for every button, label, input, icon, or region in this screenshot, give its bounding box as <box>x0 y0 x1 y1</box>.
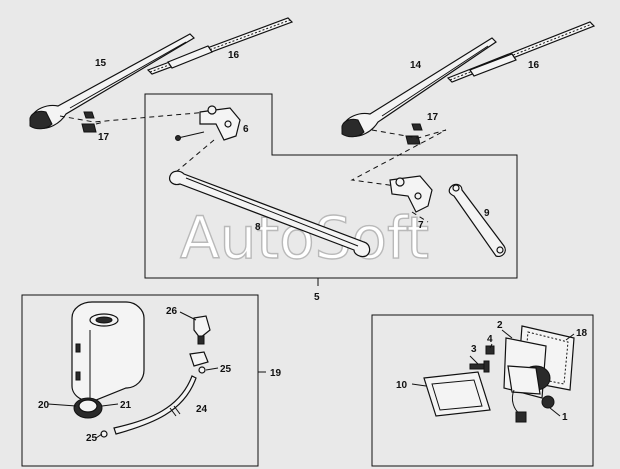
watermark-text: AutoSoft <box>180 204 429 272</box>
washer-hose <box>113 375 197 435</box>
washer-group-frame <box>21 294 259 467</box>
left-clip <box>81 111 97 133</box>
right-wiper-blade <box>446 21 596 83</box>
label-25-bottom: 25 <box>86 433 98 444</box>
label-18: 18 <box>576 328 588 339</box>
label-9: 9 <box>484 208 490 219</box>
label-19: 19 <box>270 368 282 379</box>
hose-connector-top <box>189 351 209 367</box>
hose-clip-25a <box>198 366 206 374</box>
label-1: 1 <box>562 412 568 423</box>
label-16-left: 16 <box>228 50 240 61</box>
right-clip <box>405 123 423 145</box>
label-21: 21 <box>120 400 132 411</box>
label-7: 7 <box>418 220 424 231</box>
left-wiper-blade <box>146 17 294 75</box>
motor-cover <box>423 371 491 417</box>
label-4: 4 <box>487 334 493 345</box>
label-14: 14 <box>410 60 422 71</box>
assembly-line-pivot-2 <box>411 211 429 223</box>
hose-break-mark <box>169 407 177 417</box>
label-16-right: 16 <box>528 60 540 71</box>
left-wiper-arm <box>29 33 195 130</box>
label-25-top: 25 <box>220 364 232 375</box>
motor-group-frame <box>371 314 594 467</box>
short-link <box>448 183 506 257</box>
motor-bolt <box>469 360 490 373</box>
left-pivot-assembly <box>175 105 241 141</box>
label-3: 3 <box>471 344 477 355</box>
label-26: 26 <box>166 306 178 317</box>
hose-break-mark-2 <box>173 405 181 415</box>
label-10: 10 <box>396 380 408 391</box>
label-2: 2 <box>497 320 503 331</box>
leader-lines <box>47 311 575 439</box>
label-15: 15 <box>95 58 107 69</box>
washer-pump <box>73 397 103 419</box>
label-17-left: 17 <box>98 132 110 143</box>
right-wiper-arm <box>341 37 497 138</box>
linkage-group-frame <box>144 93 518 279</box>
wiper-motor <box>503 337 555 423</box>
hose-clip-25b <box>100 430 108 438</box>
label-5: 5 <box>314 292 320 303</box>
assembly-line-left <box>59 111 209 123</box>
right-pivot-assembly <box>389 175 433 213</box>
label-6: 6 <box>243 124 249 135</box>
label-8: 8 <box>255 222 261 233</box>
washer-reservoir <box>71 301 145 402</box>
washer-nozzle <box>193 315 211 345</box>
linkage-rod <box>169 170 371 258</box>
label-20: 20 <box>38 400 50 411</box>
assembly-line-left-2 <box>95 121 105 125</box>
label-24: 24 <box>196 404 208 415</box>
label-17-right: 17 <box>427 112 439 123</box>
assembly-line-pivot <box>175 139 215 173</box>
assembly-line-right <box>350 129 447 187</box>
motor-nut <box>485 345 495 355</box>
